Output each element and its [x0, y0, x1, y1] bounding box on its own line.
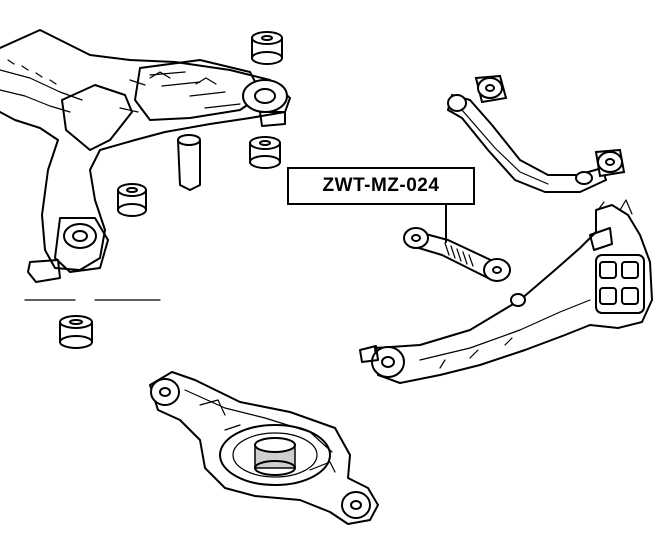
bushing-top	[251, 31, 283, 65]
bushing-left	[117, 183, 147, 217]
trailing-knuckle	[359, 199, 653, 384]
upper-control-arm	[447, 74, 626, 193]
lateral-link	[403, 227, 511, 282]
part-number-label: ZWT-MZ-024	[322, 175, 440, 196]
bushing-bottom-left	[59, 315, 93, 349]
bushing-mid	[249, 136, 281, 169]
rear-subframe-crossmember	[0, 29, 291, 301]
part-number-callout: ZWT-MZ-024	[287, 167, 475, 205]
lower-control-arm	[149, 371, 379, 525]
